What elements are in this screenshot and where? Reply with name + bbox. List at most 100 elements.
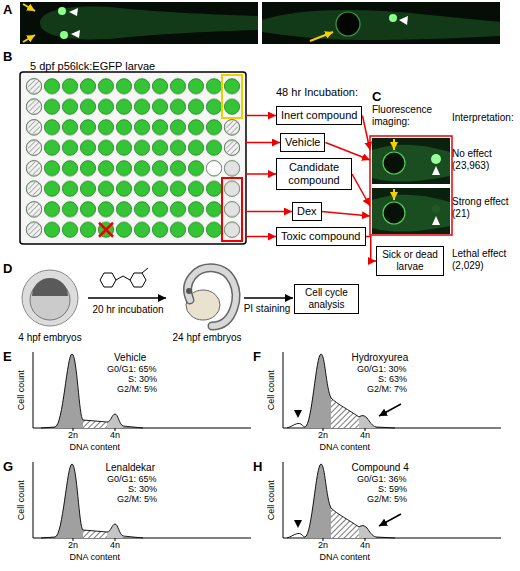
well-plate-drawing — [222, 75, 242, 118]
fluorescence-images — [393, 189, 395, 200]
larva-image-lateral — [262, 10, 500, 40]
process-box: Dex — [292, 202, 322, 221]
tick-label: 4n — [360, 540, 370, 550]
well-plate-drawing — [223, 158, 241, 240]
box-text: Dex — [297, 205, 317, 218]
larva-image-dorsal — [23, 35, 35, 42]
histogram-panel — [33, 352, 251, 431]
embryo-assay-drawing — [130, 273, 146, 287]
embryo-assay-drawing — [22, 270, 78, 326]
phase-percent: S: 30% — [128, 374, 157, 384]
panel-letter: H — [253, 460, 262, 475]
larva-image-lateral — [399, 16, 408, 25]
process-box: Inert compound — [276, 106, 362, 125]
step-heading: 48 hr Incubation: — [276, 86, 358, 99]
fluorescence-images — [432, 205, 440, 213]
larva-image-dorsal — [71, 30, 80, 38]
fluorescence-images — [370, 136, 452, 235]
sample-name: Hydroxyurea — [352, 352, 409, 364]
panel-letter: E — [3, 350, 12, 365]
larva-image-lateral — [336, 12, 360, 36]
embryo-assay-drawing — [244, 297, 293, 299]
fluorescence-images — [393, 139, 395, 150]
arrow-label: PI staining — [240, 303, 294, 315]
well-plate-drawing — [20, 72, 246, 244]
phase-percent: S: 30% — [128, 484, 157, 494]
box-text: Sick or dead larvae — [381, 249, 439, 273]
embryo-assay-drawing — [123, 276, 130, 280]
column-heading: Interpretation: — [452, 112, 514, 124]
phase-percent: G0/G1: 65% — [107, 364, 157, 374]
fluorescence-images — [372, 145, 450, 182]
connector-arrow — [366, 237, 377, 262]
larva-image-dorsal — [58, 7, 66, 15]
phase-percent: G0/G1: 36% — [357, 474, 407, 484]
phase-percent: G0/G1: 65% — [107, 474, 157, 484]
histogram-panel — [294, 404, 401, 418]
connector-arrow — [246, 142, 280, 144]
axis-title: DNA content — [70, 442, 121, 452]
sample-name: Vehicle — [114, 352, 146, 364]
connector-arrow — [246, 173, 276, 175]
larva-image-lateral — [262, 2, 500, 44]
outcome-label: No effect (23,963) — [452, 148, 516, 171]
box-text: Inert compound — [281, 109, 357, 122]
larva-image-dorsal — [20, 2, 258, 44]
plate-heading: 5 dpf p56lck:EGFP larvae — [30, 60, 155, 72]
axis-title: Cell count — [16, 480, 26, 520]
fluorescence-images — [383, 152, 405, 174]
phase-percent: G2/M: 5% — [117, 384, 157, 394]
histogram-panel — [283, 462, 501, 541]
embryo-assay-drawing — [116, 276, 123, 280]
tick-label: 2n — [318, 430, 328, 440]
larva-image-lateral — [389, 14, 397, 22]
embryo-assay-drawing — [188, 268, 236, 326]
larva-image-dorsal — [23, 4, 35, 11]
larva-image-lateral — [262, 2, 500, 44]
stage-label: 4 hpf embryos — [10, 332, 90, 344]
embryo-assay-drawing — [188, 268, 236, 326]
arrow-label: 20 hr incubation — [92, 304, 164, 316]
leader-arrow — [362, 116, 370, 151]
box-text: Vehicle — [285, 136, 320, 149]
process-box: Toxic compound — [276, 227, 366, 246]
tick-label: 2n — [318, 540, 328, 550]
histogram-panel — [33, 462, 251, 541]
stage-label: 24 hpf embryos — [167, 332, 247, 344]
well-plate-drawing — [25, 76, 43, 240]
sample-name: Lenaldekar — [106, 462, 155, 474]
well-plate-drawing — [206, 161, 221, 176]
process-box: Cell cycle analysis — [294, 284, 359, 314]
phase-percent: S: 59% — [378, 484, 407, 494]
tick-label: 4n — [360, 430, 370, 440]
fluorescence-images — [372, 188, 450, 234]
panel-letter: D — [3, 262, 12, 277]
phase-percent: G2/M: 7% — [367, 384, 407, 394]
process-box: Vehicle — [280, 133, 325, 152]
outcome-label: Lethal effect (2,029) — [452, 248, 516, 271]
axis-title: DNA content — [70, 552, 121, 562]
histogram-panel — [283, 352, 501, 431]
larva-image-dorsal — [69, 8, 78, 16]
well-plate-drawing — [25, 76, 241, 240]
phase-percent: G2/M: 5% — [117, 494, 157, 504]
axis-title: Cell count — [266, 480, 276, 520]
fluorescence-images — [432, 216, 440, 225]
connector-arrow — [246, 236, 276, 238]
axis-title: Cell count — [266, 370, 276, 410]
fluorescence-images — [431, 154, 441, 164]
larva-image-dorsal — [20, 2, 258, 44]
panel-letter: G — [3, 460, 13, 475]
axis-title: Cell count — [16, 370, 26, 410]
histogram-panel — [33, 462, 251, 541]
fluorescence-images — [370, 136, 452, 235]
well-plate-drawing — [222, 178, 242, 241]
panel-letter: B — [3, 50, 12, 65]
panel-letter: C — [372, 90, 381, 105]
fluorescence-images — [383, 202, 405, 224]
axis-title: DNA content — [320, 552, 371, 562]
well-plate-drawing — [20, 72, 246, 244]
larva-image-lateral — [310, 32, 333, 41]
